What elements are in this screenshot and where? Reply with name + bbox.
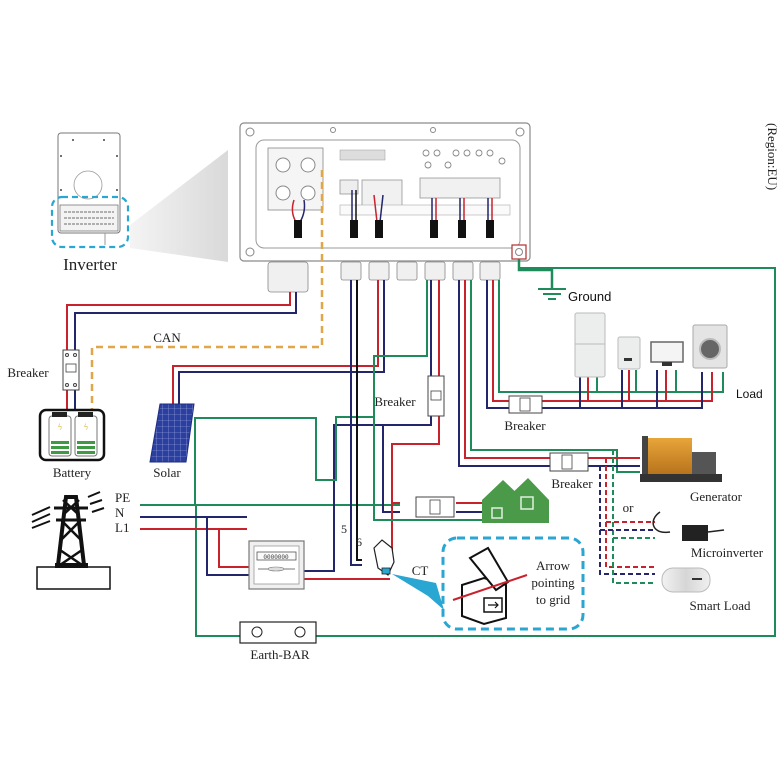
ground-symbol-icon	[538, 288, 566, 300]
can-bus-line	[90, 170, 324, 410]
battery-breaker-label: Breaker	[7, 365, 49, 380]
ct-pin5-label: 5	[341, 522, 347, 536]
television-icon	[650, 341, 684, 366]
battery-wires	[66, 292, 297, 410]
meter-display: 0000000	[263, 554, 289, 561]
earth-loop-wire	[316, 265, 776, 637]
ct-detail-icon	[452, 546, 528, 626]
can-label: CAN	[153, 330, 181, 345]
or-label: or	[623, 500, 635, 515]
load-label: Load	[736, 387, 763, 401]
grid-breaker-label: Breaker	[374, 394, 416, 409]
microinverter-label: Microinverter	[691, 545, 764, 560]
inverter-label: Inverter	[63, 255, 117, 274]
battery-bolt-icon: ϟ	[58, 422, 62, 432]
load-breaker-icon	[508, 395, 543, 414]
solar-panel-icon	[149, 403, 195, 463]
battery-bolt-icon: ϟ	[84, 422, 88, 432]
grid-tower-icon	[31, 491, 111, 590]
grid-l1-label: L1	[115, 520, 129, 535]
smart-load-icon	[661, 567, 711, 593]
optional-source-wires	[599, 450, 655, 584]
grid-n-label: N	[115, 505, 125, 520]
grid-breaker-icon	[427, 375, 445, 417]
ct-clamp-icon	[373, 539, 395, 576]
ct-note-line1: Arrow	[536, 558, 571, 573]
battery-label: Battery	[53, 465, 92, 480]
refrigerator-icon	[574, 312, 606, 378]
generator-label: Generator	[690, 489, 743, 504]
energy-meter-icon: 0000000	[248, 540, 305, 590]
ct-callout-pointer	[392, 574, 444, 610]
inverter-terminal-panel	[239, 122, 531, 293]
generator-icon	[640, 436, 722, 482]
earth-bar-icon	[239, 621, 317, 644]
ct-pin6-label: 6	[356, 535, 362, 549]
ct-label: CT	[412, 563, 429, 578]
boiler-icon	[617, 336, 641, 370]
ground-label: Ground	[568, 289, 611, 304]
generator-breaker-label: Breaker	[551, 476, 593, 491]
ct-note-line3: to grid	[536, 592, 571, 607]
ct-note-line2: pointing	[531, 575, 575, 590]
house-breaker-icon	[415, 496, 455, 518]
ground-wire	[517, 259, 554, 288]
washing-machine-icon	[692, 324, 728, 369]
grid-port-wires	[194, 280, 482, 566]
grid-pe-wire	[140, 504, 240, 637]
load-breaker-label: Breaker	[504, 418, 546, 433]
inverter-thumbnail	[50, 132, 130, 249]
earth-bar-label: Earth-BAR	[250, 647, 310, 662]
battery-icon: ϟ ϟ	[38, 408, 106, 462]
microinverter-icon	[652, 511, 725, 541]
grid-pe-label: PE	[115, 490, 130, 505]
solar-wires	[172, 280, 385, 405]
load-wires	[486, 280, 724, 409]
inverter-zoom-highlight	[50, 195, 130, 249]
battery-breaker-icon	[62, 349, 80, 391]
ground-screw-icon	[511, 244, 527, 260]
solar-label: Solar	[153, 465, 181, 480]
arrow-right-icon	[488, 601, 499, 609]
ct-detail-callout	[441, 536, 585, 631]
zoom-beam	[130, 150, 228, 262]
region-note: (Region:EU)	[765, 123, 780, 190]
smart-load-label: Smart Load	[689, 598, 751, 613]
generator-breaker-icon	[549, 452, 589, 472]
house-icon	[482, 478, 549, 523]
